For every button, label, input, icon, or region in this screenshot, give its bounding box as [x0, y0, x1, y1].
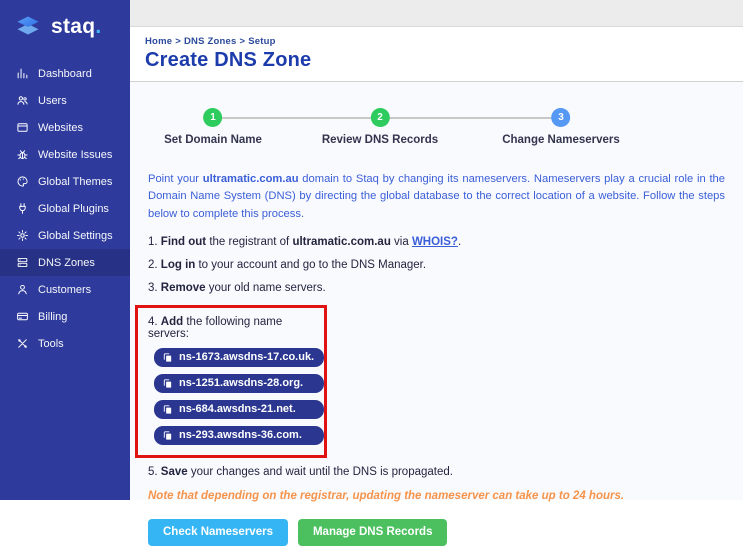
palette-icon [16, 175, 29, 188]
sidebar-nav: Dashboard Users Websites Website Issues … [0, 60, 130, 357]
step-circle-1: 1 [203, 108, 223, 127]
annotation-highlight-box: 4. Add the following name servers: ns-16… [135, 305, 327, 459]
nameserver-list: ns-1673.awsdns-17.co.uk. ns-1251.awsdns-… [154, 348, 325, 446]
breadcrumb-separator: > [239, 36, 246, 47]
topbar [130, 0, 743, 27]
copy-icon [162, 378, 173, 389]
sidebar-item-label: Websites [38, 121, 84, 134]
dashboard-icon [16, 67, 29, 80]
manage-dns-records-button[interactable]: Manage DNS Records [297, 519, 448, 546]
tools-icon [16, 337, 29, 350]
sidebar-item-label: Dashboard [38, 67, 92, 80]
nameserver-chip[interactable]: ns-1673.awsdns-17.co.uk. [154, 348, 325, 368]
whois-link[interactable]: WHOIS? [411, 236, 458, 249]
bug-icon [16, 148, 29, 161]
stepper-step-set-domain-name: 1 Set Domain Name [164, 108, 262, 146]
nameserver-value: ns-1673.awsdns-17.co.uk. [179, 351, 315, 364]
intro-paragraph: Point your ultramatic.com.au domain to S… [148, 173, 725, 220]
sidebar-item-label: Website Issues [38, 148, 113, 161]
sidebar-item-billing[interactable]: Billing [0, 303, 130, 330]
sidebar-item-customers[interactable]: Customers [0, 276, 130, 303]
sidebar-item-label: Customers [38, 283, 92, 296]
sidebar-item-dashboard[interactable]: Dashboard [0, 60, 130, 87]
action-buttons: Check Nameservers Manage DNS Records [148, 519, 725, 546]
sidebar-item-users[interactable]: Users [0, 87, 130, 114]
instruction-step-2: 2. Log in to your account and go to the … [148, 259, 427, 272]
app-logo[interactable]: staq. [0, 0, 130, 54]
sidebar-item-global-themes[interactable]: Global Themes [0, 168, 130, 195]
plug-icon [16, 202, 29, 215]
domain-name: ultramatic.com.au [202, 173, 299, 185]
copy-icon [162, 352, 173, 363]
instruction-step-3: 3. Remove your old name servers. [148, 282, 326, 295]
registrar-note: Note that depending on the registrar, up… [148, 490, 625, 503]
sidebar-item-label: Global Settings [38, 229, 113, 242]
step-label: Review DNS Records [321, 134, 439, 146]
breadcrumb-dns-zones[interactable]: DNS Zones [183, 36, 237, 47]
domain-name: ultramatic.com.au [292, 236, 391, 249]
sidebar-item-global-plugins[interactable]: Global Plugins [0, 195, 130, 222]
stepper-step-review-dns-records: 2 Review DNS Records [322, 108, 438, 146]
sidebar-item-label: Global Plugins [38, 202, 109, 215]
nameserver-chip[interactable]: ns-1251.awsdns-28.org. [154, 374, 325, 394]
credit-card-icon [16, 310, 29, 323]
nameserver-value: ns-1251.awsdns-28.org. [179, 377, 304, 390]
breadcrumb-home[interactable]: Home [145, 36, 173, 47]
step-label: Set Domain Name [164, 134, 262, 146]
logo-dot: . [95, 15, 102, 38]
copy-icon [162, 404, 173, 415]
gear-icon [16, 229, 29, 242]
browser-window-icon [16, 121, 29, 134]
sidebar: staq. Dashboard Users Websites Website I… [0, 0, 130, 500]
instruction-steps: 1. Find out the registrant of ultramatic… [135, 236, 725, 479]
nameserver-chip[interactable]: ns-293.awsdns-36.com. [154, 426, 325, 446]
sidebar-item-global-settings[interactable]: Global Settings [0, 222, 130, 249]
stepper-step-change-nameservers: 3 Change Nameservers [502, 108, 620, 146]
instruction-step-5: 5. Save your changes and wait until the … [148, 466, 453, 479]
breadcrumb-separator: > [175, 36, 181, 47]
nameserver-value: ns-684.awsdns-21.net. [179, 403, 296, 416]
sidebar-item-label: Users [38, 94, 67, 107]
main-area: Home>DNS Zones>Setup Create DNS Zone 1 S… [130, 0, 743, 546]
sidebar-item-label: Billing [38, 310, 68, 323]
step-circle-3: 3 [551, 108, 571, 127]
instruction-step-4: 4. Add the following name servers: [148, 316, 283, 341]
nameserver-value: ns-293.awsdns-36.com. [179, 429, 302, 442]
sidebar-item-label: DNS Zones [38, 256, 95, 269]
sidebar-item-label: Tools [38, 337, 64, 350]
page-title: Create DNS Zone [145, 49, 312, 71]
wizard-stepper: 1 Set Domain Name 2 Review DNS Records 3… [148, 108, 725, 158]
nameserver-chip[interactable]: ns-684.awsdns-21.net. [154, 400, 325, 420]
sidebar-item-label: Global Themes [38, 175, 113, 188]
copy-icon [162, 430, 173, 441]
logo-text: staq [51, 15, 96, 38]
step-label: Change Nameservers [502, 134, 620, 146]
page-header: Home>DNS Zones>Setup Create DNS Zone [130, 27, 743, 82]
content: 1 Set Domain Name 2 Review DNS Records 3… [130, 82, 743, 546]
breadcrumb-setup[interactable]: Setup [248, 36, 276, 47]
sidebar-item-websites[interactable]: Websites [0, 114, 130, 141]
breadcrumb: Home>DNS Zones>Setup [145, 36, 725, 47]
layers-logo-icon [13, 14, 43, 40]
instruction-step-1: 1. Find out the registrant of ultramatic… [148, 236, 462, 249]
person-icon [16, 283, 29, 296]
server-icon [16, 256, 29, 269]
check-nameservers-button[interactable]: Check Nameservers [148, 519, 288, 546]
sidebar-item-website-issues[interactable]: Website Issues [0, 141, 130, 168]
sidebar-item-tools[interactable]: Tools [0, 330, 130, 357]
step-circle-2: 2 [370, 108, 390, 127]
sidebar-item-dns-zones[interactable]: DNS Zones [0, 249, 130, 276]
users-icon [16, 94, 29, 107]
